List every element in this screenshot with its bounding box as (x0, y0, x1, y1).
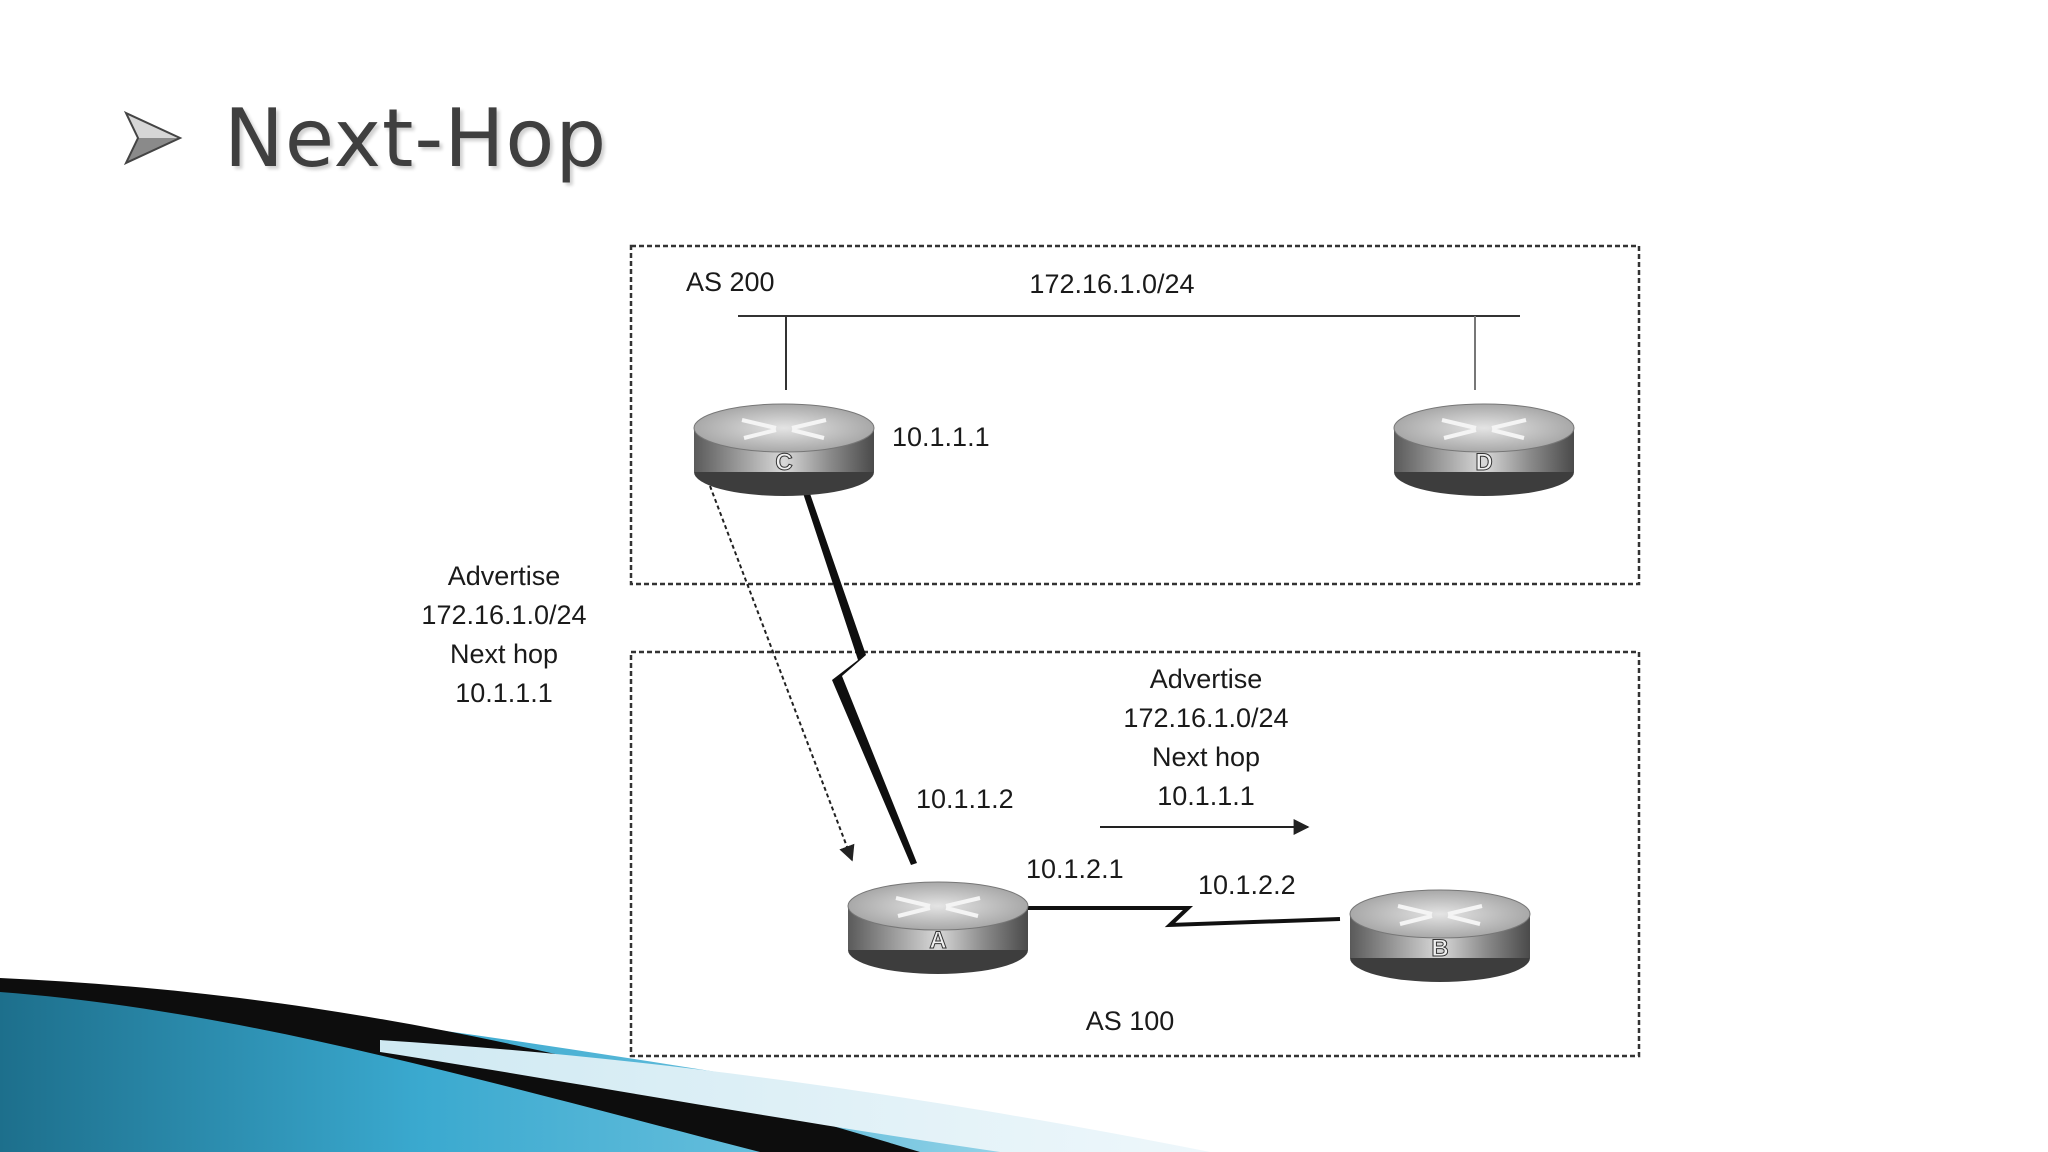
router-d (1393, 403, 1575, 496)
as-200-boundary (629, 244, 1641, 586)
lan-network-label: 172.16.1.0/24 (1029, 269, 1194, 299)
router-a-address-to-b: 10.1.2.1 (1026, 854, 1124, 884)
as-100-label: AS 100 (1086, 1006, 1175, 1036)
serial-link-a-b (1024, 906, 1341, 928)
advert-left-line: Next hop (450, 639, 558, 669)
advert-left-line: 172.16.1.0/24 (421, 600, 586, 630)
router-c-address: 10.1.1.1 (892, 422, 990, 452)
arrow-bullet-icon (123, 110, 183, 166)
router-c-label: C (775, 449, 792, 476)
title-row: Next-Hop (122, 78, 607, 198)
advert-right-line: Next hop (1152, 742, 1260, 772)
advert-left-line: 10.1.1.1 (455, 678, 553, 708)
advert-left-line: Advertise (448, 561, 561, 591)
router-b-label: B (1431, 935, 1448, 962)
router-a (847, 881, 1029, 974)
advert-left-block: Advertise 172.16.1.0/24 Next hop 10.1.1.… (421, 561, 586, 708)
slide-title: Next-Hop (224, 91, 608, 185)
router-d-label: D (1475, 449, 1492, 476)
advert-right-line: 10.1.1.1 (1157, 781, 1255, 811)
advert-right-line: 172.16.1.0/24 (1123, 703, 1288, 733)
as-100-boundary (629, 650, 1641, 1058)
router-a-address-to-c: 10.1.1.2 (916, 784, 1014, 814)
advert-right-line: Advertise (1150, 664, 1263, 694)
advert-arrow-c-to-a (709, 485, 855, 862)
router-a-label: A (929, 927, 946, 954)
router-b-address-to-a: 10.1.2.2 (1198, 870, 1296, 900)
advert-right-block: Advertise 172.16.1.0/24 Next hop 10.1.1.… (1123, 664, 1288, 811)
serial-link-c-a (800, 482, 917, 865)
router-c (693, 403, 875, 496)
router-b (1349, 889, 1531, 982)
as-200-label: AS 200 (686, 267, 775, 297)
